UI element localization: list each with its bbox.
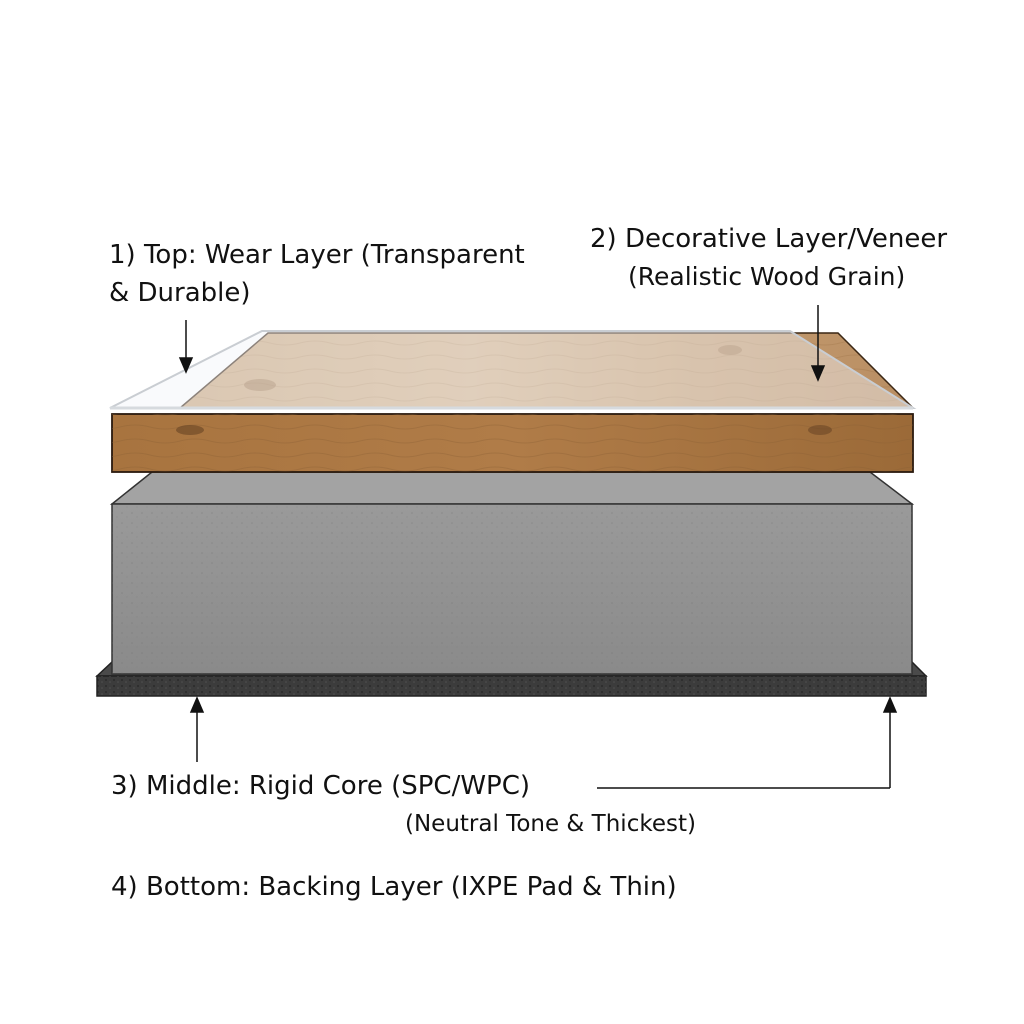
backing-pointer [597,698,896,788]
wood-knot [808,425,832,435]
decorative-layer-label-line1: 2) Decorative Layer/Veneer [590,224,947,254]
wood-knot [176,425,204,435]
wear-layer [110,331,913,408]
core-pointer [191,698,203,762]
wear-layer-label-line2: & Durable) [109,278,251,308]
rigid-core-layer [112,472,912,674]
decorative-layer-label-line2: (Realistic Wood Grain) [628,262,905,291]
core-layer-label-line2: (Neutral Tone & Thickest) [405,811,696,837]
wear-layer-label-line1: 1) Top: Wear Layer (Transparent [109,240,525,270]
wear-layer-pointer [180,320,192,372]
backing-layer-label: 4) Bottom: Backing Layer (IXPE Pad & Thi… [111,872,677,902]
core-layer-label-line1: 3) Middle: Rigid Core (SPC/WPC) [111,771,530,801]
